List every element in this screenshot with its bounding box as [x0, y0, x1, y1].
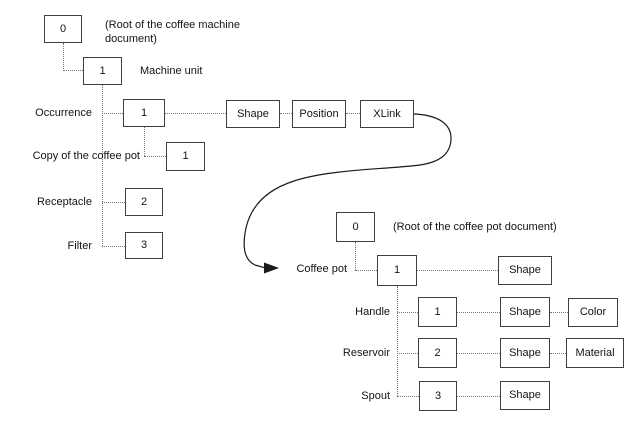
xlink-attr-node: XLink: [360, 100, 414, 128]
machine-root-caption-line1: (Root of the coffee machine: [105, 19, 240, 31]
dotted-connector: [102, 113, 123, 114]
receptacle-node: 2: [125, 188, 163, 216]
dotted-connector: [102, 202, 125, 203]
machine-root-caption: (Root of the coffee machine document): [105, 18, 240, 46]
spout-shape-attr-node: Shape: [500, 381, 550, 410]
dotted-connector: [165, 113, 226, 114]
dotted-connector: [102, 85, 103, 246]
filter-label: Filter: [67, 240, 92, 252]
dotted-connector: [457, 396, 500, 397]
occurrence-shape-attr-node: Shape: [226, 100, 280, 128]
filter-node: 3: [125, 232, 163, 259]
copy-of-coffee-pot-label: Copy of the coffee pot: [32, 150, 140, 162]
reservoir-node: 2: [418, 338, 457, 368]
dotted-connector: [397, 312, 418, 313]
reservoir-shape-attr-node: Shape: [500, 338, 550, 368]
dotted-connector: [144, 156, 166, 157]
coffee-pot-node: 1: [377, 255, 417, 286]
dotted-connector: [63, 43, 64, 71]
occurrence-node: 1: [123, 99, 165, 127]
dotted-connector: [417, 270, 498, 271]
spout-node: 3: [419, 381, 457, 411]
dotted-connector: [355, 242, 356, 270]
handle-shape-attr-node: Shape: [500, 297, 550, 327]
reservoir-material-attr-node: Material: [566, 338, 624, 368]
occurrence-position-attr-node: Position: [292, 100, 346, 128]
dotted-connector: [457, 312, 500, 313]
pot-root-caption: (Root of the coffee pot document): [393, 221, 557, 233]
pot-root-node: 0: [336, 212, 375, 242]
copy-of-coffee-pot-node: 1: [166, 142, 205, 171]
receptacle-label: Receptacle: [36, 196, 92, 208]
dotted-connector: [457, 353, 500, 354]
coffee-pot-label: Coffee pot: [296, 263, 347, 275]
dotted-connector: [397, 353, 418, 354]
machine-root-caption-line2: document): [105, 33, 157, 45]
dotted-connector: [355, 270, 377, 271]
spout-label: Spout: [361, 390, 390, 402]
dotted-connector: [397, 286, 398, 396]
dotted-connector: [550, 312, 568, 313]
occurrence-label: Occurrence: [35, 107, 92, 119]
dotted-connector: [102, 246, 125, 247]
dotted-connector: [144, 127, 145, 156]
handle-color-attr-node: Color: [568, 298, 618, 327]
xlink-curve-path: [243, 113, 452, 269]
dotted-connector: [346, 113, 360, 114]
dotted-connector: [550, 353, 566, 354]
machine-unit-node: 1: [83, 57, 122, 85]
machine-unit-label: Machine unit: [140, 65, 203, 77]
handle-node: 1: [418, 297, 457, 327]
coffee-pot-shape-attr-node: Shape: [498, 256, 552, 285]
handle-label: Handle: [355, 306, 390, 318]
machine-root-node: 0: [44, 15, 82, 43]
reservoir-label: Reservoir: [342, 347, 390, 359]
dotted-connector: [63, 70, 83, 71]
dotted-connector: [280, 113, 292, 114]
dotted-connector: [397, 396, 419, 397]
